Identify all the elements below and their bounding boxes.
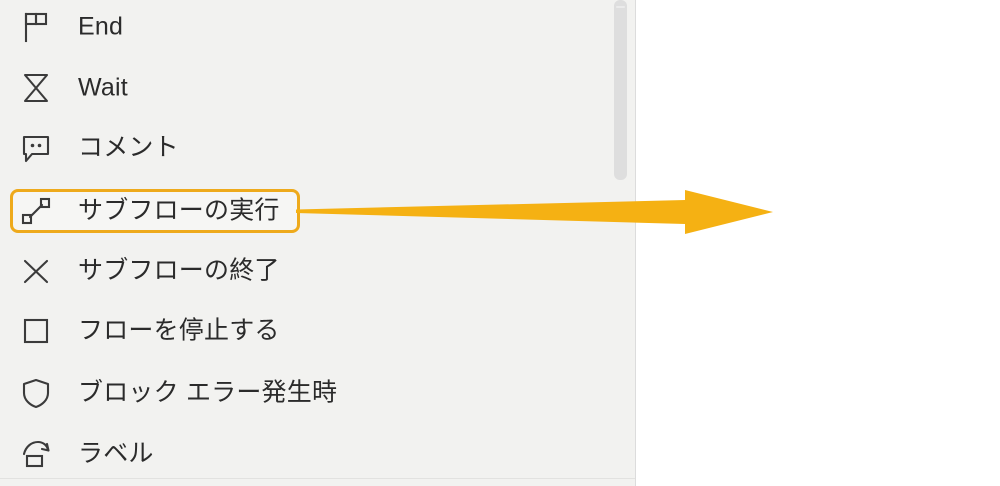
action-item-exit-subflow[interactable]: サブフローの終了 — [0, 246, 600, 296]
vertical-scrollbar-thumb[interactable] — [614, 0, 627, 180]
action-item-on-block-error[interactable]: ブロック エラー発生時 — [0, 368, 600, 418]
close-x-icon — [16, 251, 56, 291]
comment-bubble-icon — [16, 128, 56, 168]
scrollbar-thumb-highlight — [616, 6, 625, 8]
action-item-label: フローを停止する — [78, 316, 280, 345]
action-item-label: Wait — [78, 73, 128, 102]
action-item-label-action[interactable]: ラベル — [0, 429, 600, 479]
action-item-label: コメント — [78, 133, 179, 162]
action-item-end[interactable]: End — [0, 2, 600, 52]
action-item-label: サブフローの終了 — [78, 256, 280, 285]
action-item-label: サブフローの実行 — [78, 196, 280, 225]
action-item-wait[interactable]: Wait — [0, 63, 600, 113]
flag-icon — [16, 7, 56, 47]
stop-square-icon — [16, 311, 56, 351]
panel-bottom-divider — [0, 478, 635, 479]
action-item-label: ラベル — [78, 439, 154, 468]
action-item-stop-flow[interactable]: フローを停止する — [0, 306, 600, 356]
shield-icon — [16, 373, 56, 413]
action-item-label: End — [78, 12, 124, 41]
action-item-label: ブロック エラー発生時 — [78, 378, 338, 407]
label-loop-icon — [16, 434, 56, 474]
action-item-comment[interactable]: コメント — [0, 123, 600, 173]
action-list-panel: End Wait コメント — [0, 0, 636, 486]
hourglass-icon — [16, 68, 56, 108]
empty-canvas-area[interactable] — [637, 0, 1000, 486]
run-subflow-icon — [16, 191, 56, 231]
action-item-run-subflow[interactable]: サブフローの実行 — [10, 189, 300, 233]
